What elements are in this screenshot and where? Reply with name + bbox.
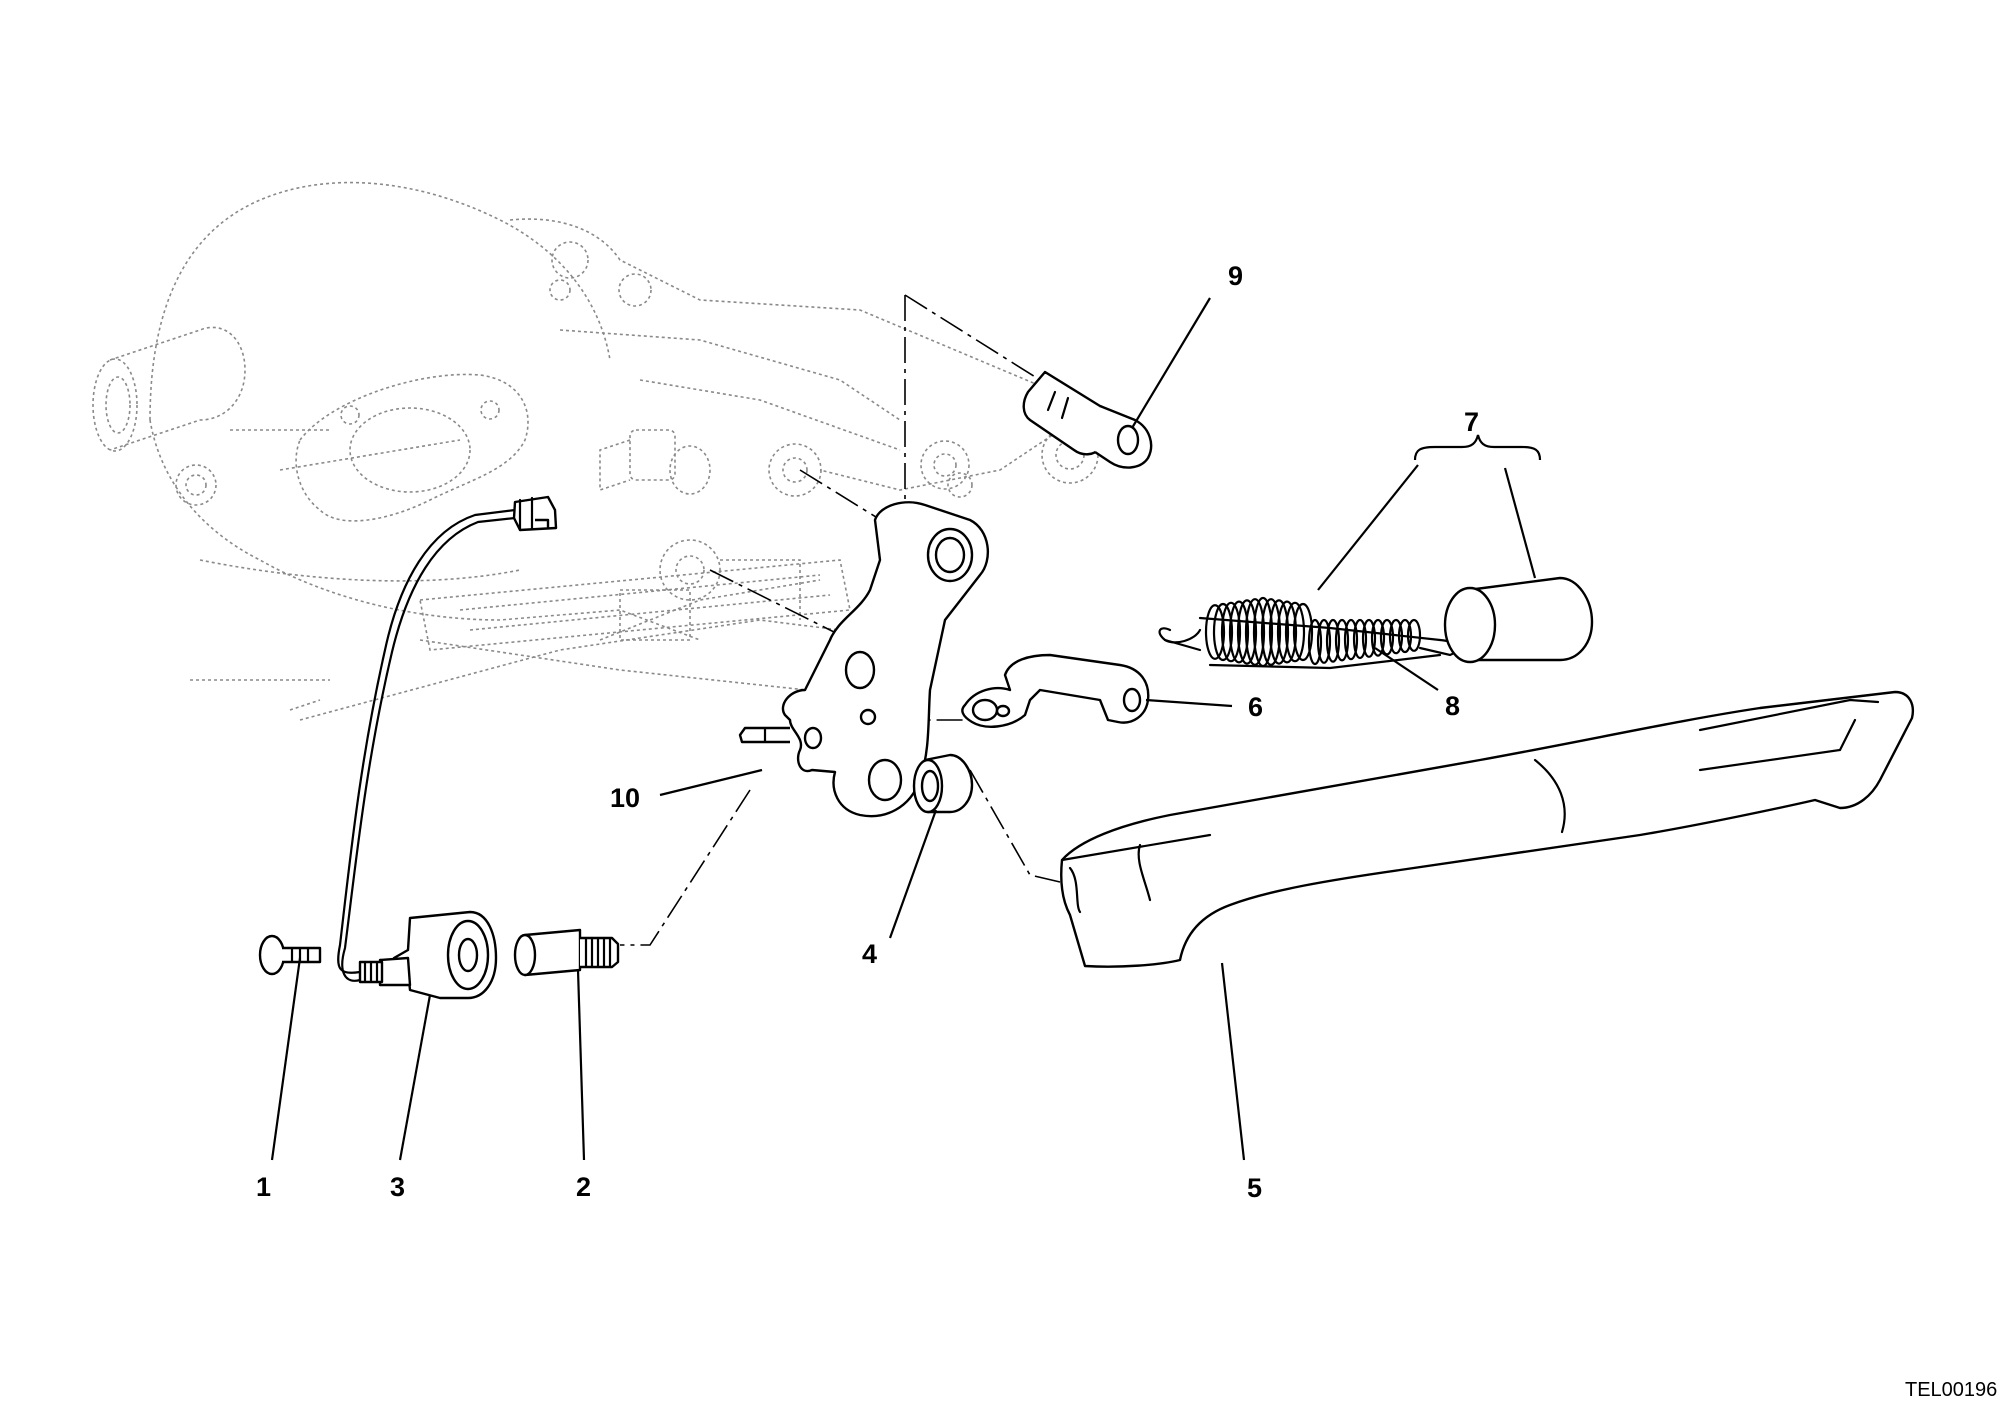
part-9-bolt xyxy=(1022,370,1153,469)
drawing-reference: TEL00196 xyxy=(1905,1379,1997,1401)
callout-8: 8 xyxy=(1445,691,1460,721)
part-7-sleeve xyxy=(1413,434,1594,664)
spring-coil-large xyxy=(1236,599,1258,665)
callout-4: 4 xyxy=(862,939,877,969)
spring-coil-large xyxy=(1220,601,1242,663)
callout-6: 6 xyxy=(1248,692,1263,722)
part-4-bushing xyxy=(912,753,974,814)
part-5-side-stand xyxy=(1060,690,1914,968)
spring-coil-large xyxy=(1292,602,1314,662)
part-1-screw xyxy=(258,934,322,976)
spring-coil-large xyxy=(1212,602,1234,662)
spring-coil-large xyxy=(1260,598,1282,666)
callout-5: 5 xyxy=(1247,1173,1262,1203)
spring-coil-large xyxy=(1204,604,1226,660)
part-2-pivot-pin xyxy=(513,928,620,977)
spring-coil-small xyxy=(1352,618,1368,660)
spring-coil-small xyxy=(1379,618,1395,656)
callout-2: 2 xyxy=(576,1172,591,1202)
callout-1: 1 xyxy=(256,1172,271,1202)
spring-coil-large xyxy=(1244,598,1266,666)
callout-9: 9 xyxy=(1228,261,1243,291)
callout-3: 3 xyxy=(390,1172,405,1202)
spring-coil-large xyxy=(1284,601,1306,663)
callout-10: 10 xyxy=(610,783,640,813)
spring-coil-small xyxy=(1361,618,1377,658)
spring-coil-small xyxy=(1334,618,1350,662)
callout-7: 7 xyxy=(1464,407,1479,437)
spring-coil-large xyxy=(1276,600,1298,664)
part-3-stand-switch xyxy=(337,495,558,1000)
part-8-spring xyxy=(1158,596,1459,670)
part-10-stand-bracket xyxy=(738,501,989,818)
spring-coil-small xyxy=(1343,618,1359,661)
part-6-bracket xyxy=(961,653,1150,728)
callout-labels: 1 2 3 4 5 6 7 8 9 10 xyxy=(256,261,1479,1203)
spring-coil-small xyxy=(1406,618,1422,652)
spring-coil-large xyxy=(1228,600,1250,664)
assembly-centerlines xyxy=(620,294,1061,946)
spring-coil-small xyxy=(1316,618,1332,664)
spring-coil-small xyxy=(1307,618,1323,666)
spring-coil-small xyxy=(1370,618,1386,657)
callout-leaders xyxy=(270,297,1537,1161)
engine-case-outline xyxy=(92,181,1099,721)
spring-coil-small xyxy=(1325,618,1341,663)
spring-coil-large xyxy=(1268,599,1290,665)
